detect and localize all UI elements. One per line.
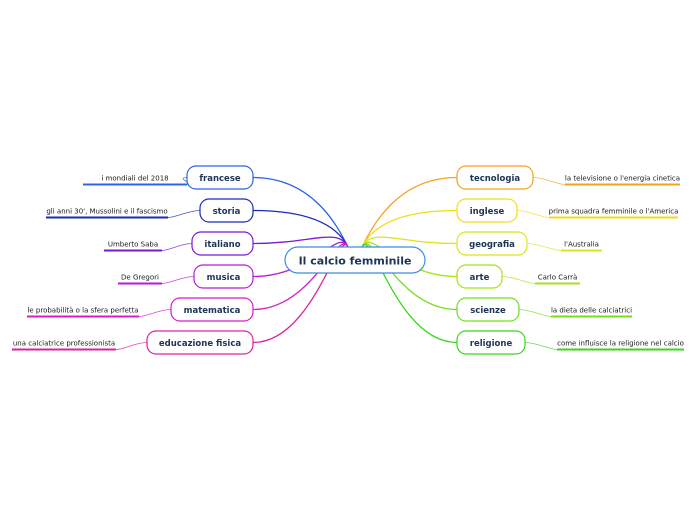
leaf-connector-italiano — [161, 243, 193, 251]
node-box-arte[interactable] — [456, 264, 503, 289]
node-arte[interactable]: arte — [456, 264, 503, 289]
node-label-geografia: geografia — [469, 240, 515, 250]
leaf-label-inglese: prima squadra femminile o l'America — [549, 208, 679, 216]
node-religione[interactable]: religione — [456, 330, 526, 355]
center-node-label: Il calcio femminile — [299, 255, 412, 268]
leaf-label-matematica: le probabilità o la sfera perfetta — [27, 307, 138, 315]
node-box-geografia[interactable] — [456, 231, 528, 256]
leaf-connector-matematica — [138, 309, 172, 317]
node-box-musica[interactable] — [193, 264, 254, 289]
leaf-label-tecnologia: la televisione o l'energia cinetica — [565, 175, 680, 183]
node-label-scienze: scienze — [470, 306, 506, 316]
node-educazione-fisica[interactable]: educazione fisica — [146, 330, 254, 355]
node-storia[interactable]: storia — [199, 198, 254, 223]
node-inglese[interactable]: inglese — [456, 198, 518, 223]
nodes: i mondiali del 2018 francese gli anni 30',… — [13, 165, 684, 355]
node-label-italiano: italiano — [204, 240, 240, 250]
connector-francese — [252, 176, 349, 248]
node-box-religione[interactable] — [456, 330, 526, 355]
node-label-matematica: matematica — [184, 306, 241, 316]
node-label-arte: arte — [470, 273, 490, 283]
node-geografia[interactable]: geografia — [456, 231, 528, 256]
node-box-inglese[interactable] — [456, 198, 518, 223]
center-node-box[interactable] — [284, 246, 426, 274]
leaf-label-educazione-fisica: una calciatrice professionista — [13, 340, 115, 348]
leaf-label-musica: De Gregori — [121, 274, 159, 282]
connector-educazione-fisica — [252, 244, 349, 344]
leaf-connector-arte — [501, 276, 536, 284]
connector-geografia — [361, 236, 458, 248]
node-italiano[interactable]: italiano — [191, 231, 254, 256]
node-box-educazione-fisica[interactable] — [146, 330, 254, 355]
leaf-connector-inglese — [516, 210, 550, 218]
node-label-musica: musica — [207, 273, 241, 283]
connector-tecnologia — [361, 176, 458, 248]
node-label-educazione-fisica: educazione fisica — [159, 339, 241, 349]
node-label-religione: religione — [470, 339, 513, 349]
connector-italiano — [252, 236, 349, 248]
node-tecnologia[interactable]: tecnologia — [456, 165, 534, 190]
leaf-label-italiano: Umberto Saba — [108, 241, 158, 249]
leaf-label-arte: Carlo Carrà — [538, 274, 578, 282]
leaf-connector-geografia — [526, 243, 562, 251]
leaf-label-geografia: l'Australia — [564, 241, 599, 249]
node-label-francese: francese — [199, 174, 241, 184]
node-label-inglese: inglese — [470, 207, 505, 217]
node-matematica[interactable]: matematica — [170, 297, 254, 322]
leaf-label-scienze: la dieta delle calciatrici — [551, 307, 632, 315]
leaf-connector-educazione-fisica — [115, 342, 148, 350]
leaf-connector-storia — [167, 210, 201, 218]
leaf-label-religione: come influisce la religione nel calcio — [557, 340, 684, 348]
leaf-connector-religione — [524, 342, 558, 350]
node-label-tecnologia: tecnologia — [470, 174, 521, 184]
node-musica[interactable]: musica — [193, 264, 254, 289]
leaf-connector-scienze — [518, 309, 552, 317]
node-francese[interactable]: francese — [186, 165, 254, 190]
leaf-label-storia: gli anni 30', Mussolini e il fascismo — [46, 208, 167, 216]
node-box-storia[interactable] — [199, 198, 254, 223]
connector-storia — [252, 209, 349, 248]
connector-inglese — [361, 209, 458, 248]
center-node[interactable]: Il calcio femminile — [284, 246, 426, 274]
node-label-storia: storia — [213, 207, 241, 217]
node-box-scienze[interactable] — [456, 297, 520, 322]
leaf-connector-tecnologia — [532, 177, 566, 185]
node-scienze[interactable]: scienze — [456, 297, 520, 322]
node-box-matematica[interactable] — [170, 297, 254, 322]
node-box-italiano[interactable] — [191, 231, 254, 256]
node-box-tecnologia[interactable] — [456, 165, 534, 190]
leaf-connector-musica — [161, 276, 195, 284]
connector-religione — [361, 244, 458, 344]
leaf-label-francese: i mondiali del 2018 — [101, 175, 168, 183]
node-box-francese[interactable] — [186, 165, 254, 190]
